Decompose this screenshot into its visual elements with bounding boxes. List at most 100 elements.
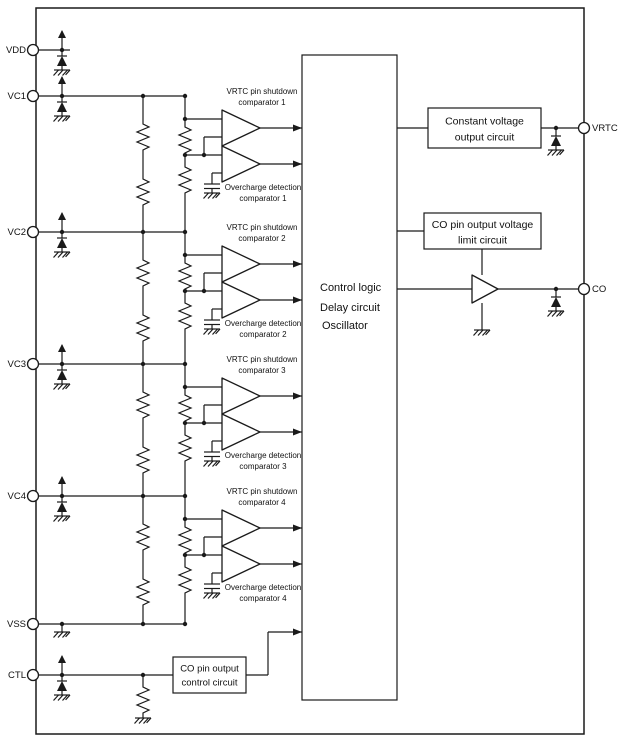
resistor-icon bbox=[178, 298, 192, 332]
control-logic-label-2: Delay circuit bbox=[320, 302, 380, 314]
pin-co-terminal bbox=[577, 282, 591, 296]
cell-3: VRTC pin shutdown comparator 3 Overcharg… bbox=[38, 344, 302, 496]
pin-vc3-terminal bbox=[26, 357, 40, 371]
overcharge-comparator-4-label-1: Overcharge detection bbox=[225, 583, 302, 592]
co-control-label-1: CO pin output bbox=[180, 664, 239, 675]
overcharge-comparator-1 bbox=[221, 145, 261, 183]
pin-ctl-label: CTL bbox=[8, 670, 26, 681]
junction-dot bbox=[59, 47, 65, 53]
cell-4: VRTC pin shutdown comparator 4 Overcharg… bbox=[38, 476, 302, 624]
esd-diode-icon bbox=[54, 344, 71, 390]
esd-diode-icon bbox=[54, 476, 71, 522]
esd-diode-icon bbox=[548, 128, 565, 156]
ground-icon bbox=[133, 717, 152, 725]
wires bbox=[38, 495, 222, 624]
ground-icon bbox=[52, 631, 71, 639]
vrtc-shutdown-comparator-1 bbox=[221, 109, 261, 147]
overcharge-comparator-1-label-1: Overcharge detection bbox=[225, 183, 302, 192]
co-control-label-2: control circuit bbox=[182, 678, 238, 689]
esd-diode-icon bbox=[54, 212, 71, 258]
pin-vc2-label: VC2 bbox=[8, 227, 26, 238]
cell-1: VRTC pin shutdown comparator 1 Overcharg… bbox=[38, 76, 302, 232]
capacitor-icon bbox=[203, 319, 221, 326]
pin-vss-circuit bbox=[38, 621, 188, 639]
esd-diode-icon bbox=[54, 30, 71, 76]
co-limit-label-1: CO pin output voltage bbox=[432, 219, 534, 231]
overcharge-comparator-3 bbox=[221, 413, 261, 451]
capacitor-icon bbox=[203, 451, 221, 458]
overcharge-comparator-3-label-1: Overcharge detection bbox=[225, 451, 302, 460]
co-limit-label-2: limit circuit bbox=[458, 235, 507, 247]
pin-vss-label: VSS bbox=[7, 619, 26, 630]
resistor-icon bbox=[178, 122, 192, 156]
co-limit-box bbox=[423, 212, 542, 250]
resistor-icon bbox=[136, 442, 150, 476]
resistor-icon bbox=[178, 390, 192, 424]
pin-ctl-circuit: CO pin output control circuit bbox=[38, 628, 302, 725]
pin-vc4-label: VC4 bbox=[8, 491, 26, 502]
overcharge-comparator-1-label-2: comparator 1 bbox=[239, 194, 287, 203]
vrtc-output-path bbox=[541, 125, 579, 156]
pin-ctl-terminal bbox=[26, 668, 40, 682]
pin-co-label: CO bbox=[592, 284, 606, 295]
resistor-icon bbox=[136, 387, 150, 421]
capacitor-icon bbox=[203, 583, 221, 590]
vrtc-shutdown-comparator-2 bbox=[221, 245, 261, 283]
resistor-icon bbox=[136, 574, 150, 608]
pin-vc2-terminal bbox=[26, 225, 40, 239]
block-control-logic: Control logic Delay circuit Oscillator bbox=[301, 54, 398, 701]
overcharge-comparator-4 bbox=[221, 545, 261, 583]
esd-diode-icon bbox=[54, 76, 71, 122]
pin-vss-terminal bbox=[26, 617, 40, 631]
esd-diode-icon bbox=[548, 289, 565, 317]
vrtc-shutdown-comparator-4-label-1: VRTC pin shutdown bbox=[227, 487, 298, 496]
co-output-path bbox=[397, 249, 579, 337]
overcharge-comparator-2 bbox=[221, 281, 261, 319]
ground-icon bbox=[202, 328, 221, 336]
esd-diode-icon bbox=[54, 655, 71, 701]
resistor-icon bbox=[136, 255, 150, 289]
resistor-icon bbox=[178, 430, 192, 464]
overcharge-comparator-2-label-2: comparator 2 bbox=[239, 330, 287, 339]
pin-vdd-circuit bbox=[38, 30, 70, 76]
overcharge-comparator-4-label-2: comparator 4 bbox=[239, 594, 287, 603]
pin-vdd-terminal bbox=[26, 43, 40, 57]
overcharge-comparator-3-label-2: comparator 3 bbox=[239, 462, 287, 471]
resistor-icon bbox=[136, 174, 150, 208]
pin-vrtc-label: VRTC bbox=[592, 123, 618, 134]
vrtc-shutdown-comparator-4-label-2: comparator 4 bbox=[238, 498, 286, 507]
capacitor-icon bbox=[203, 183, 221, 190]
resistor-icon bbox=[178, 162, 192, 196]
constant-voltage-box bbox=[427, 107, 542, 149]
control-logic-label-3: Oscillator bbox=[322, 320, 368, 332]
pins: VDD VC1 VC2 VC3 VC4 VSS CTL VRTC CO bbox=[6, 43, 618, 682]
overcharge-comparator-2-label-1: Overcharge detection bbox=[225, 319, 302, 328]
co-buffer-triangle bbox=[471, 274, 499, 304]
vrtc-shutdown-comparator-3-label-2: comparator 3 bbox=[238, 366, 286, 375]
pin-vdd-label: VDD bbox=[6, 45, 26, 56]
resistor-icon bbox=[178, 258, 192, 292]
resistor-icon bbox=[136, 519, 150, 553]
vrtc-shutdown-comparator-3-label-1: VRTC pin shutdown bbox=[227, 355, 298, 364]
pin-vc4-terminal bbox=[26, 489, 40, 503]
cell-2: VRTC pin shutdown comparator 2 Overcharg… bbox=[38, 212, 302, 364]
ground-icon bbox=[472, 329, 491, 337]
resistor-icon bbox=[178, 562, 192, 596]
vrtc-shutdown-comparator-2-label-2: comparator 2 bbox=[238, 234, 286, 243]
block-co-limit: CO pin output voltage limit circuit bbox=[397, 212, 542, 250]
resistor-icon bbox=[136, 119, 150, 153]
resistor-icon bbox=[178, 522, 192, 556]
vrtc-shutdown-comparator-1-label-1: VRTC pin shutdown bbox=[227, 87, 298, 96]
pin-vc1-label: VC1 bbox=[8, 91, 26, 102]
pin-vc3-label: VC3 bbox=[8, 359, 26, 370]
ground-icon bbox=[202, 592, 221, 600]
co-control-box bbox=[172, 656, 247, 694]
vrtc-shutdown-comparator-2-label-1: VRTC pin shutdown bbox=[227, 223, 298, 232]
vrtc-shutdown-comparator-4 bbox=[221, 509, 261, 547]
constant-voltage-label-1: Constant voltage bbox=[445, 116, 524, 128]
pin-vrtc-terminal bbox=[577, 121, 591, 135]
resistor-icon bbox=[136, 682, 150, 716]
ground-icon bbox=[202, 460, 221, 468]
